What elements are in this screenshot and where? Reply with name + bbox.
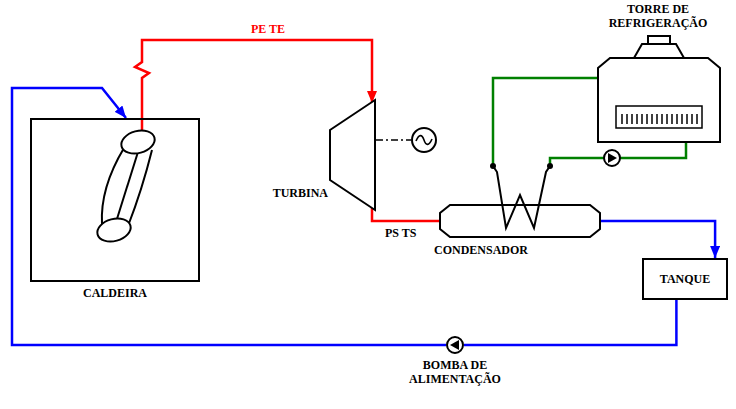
boiler-tube xyxy=(116,152,138,222)
cooling-water-line xyxy=(493,78,598,166)
tower-fill-slat xyxy=(671,114,673,124)
edge-label-holder: PE TE xyxy=(250,22,286,37)
tower-fan-cap xyxy=(648,36,670,44)
node-label: TANQUE xyxy=(660,272,710,286)
tower-body xyxy=(598,58,720,142)
edge-label-holder: PS TS xyxy=(384,226,417,241)
tower-fill-slat xyxy=(666,114,668,124)
cooling-water-line xyxy=(550,142,686,166)
node-label: TURBINA xyxy=(264,186,328,200)
tower-fill-slat xyxy=(621,114,623,124)
condenser-coil xyxy=(493,166,550,228)
boiler-tube xyxy=(128,150,152,226)
boiler-tube xyxy=(102,148,124,224)
tower-fill-slat xyxy=(656,114,658,124)
cooling-pump-symbol xyxy=(604,150,620,166)
condensate-line xyxy=(600,221,715,258)
state-label: PS TS xyxy=(384,226,417,240)
tower-fill xyxy=(616,106,702,128)
tower-fan-housing xyxy=(634,44,684,58)
tower-fill-slat xyxy=(686,114,688,124)
tower-fill-slat xyxy=(641,114,643,124)
cooling-tower: TORRE DE REFRIGERAÇÃO xyxy=(598,58,720,142)
tower-fill-slat xyxy=(636,114,638,124)
feedwater-line xyxy=(12,88,446,345)
pump-arrow xyxy=(450,340,459,350)
exhaust-line xyxy=(372,208,440,221)
boiler-box: CALDEIRA xyxy=(30,118,200,282)
coil-terminal xyxy=(490,163,496,169)
condenser-shell xyxy=(440,205,600,237)
generator-symbol xyxy=(412,128,436,152)
turbine-shape: TURBINA xyxy=(330,100,375,210)
pump-casing xyxy=(447,337,463,353)
tower-fill-slat xyxy=(626,114,628,124)
tower-fill-slat xyxy=(676,114,678,124)
condenser-shape: CONDENSADOR xyxy=(440,205,600,237)
tower-fill-slat xyxy=(691,114,693,124)
node-outline xyxy=(446,336,464,354)
boiler-drum xyxy=(119,127,158,157)
tower-fill-slat xyxy=(696,114,698,124)
boiler-housing xyxy=(31,119,199,281)
generator-shaft xyxy=(376,139,411,141)
node-label: CALDEIRA xyxy=(30,286,200,300)
generator-tilde xyxy=(416,136,432,145)
node-outline xyxy=(330,100,375,210)
turbine-outline xyxy=(330,100,375,210)
node-label: CONDENSADOR xyxy=(434,243,554,257)
node-outline xyxy=(440,205,600,237)
tower-fill-slat xyxy=(646,114,648,124)
tower-fill-slat xyxy=(681,114,683,124)
state-label: PE TE xyxy=(250,22,286,36)
node-outline xyxy=(598,58,720,142)
node-label: BOMBA DE ALIMENTAÇÃO xyxy=(405,358,505,386)
node-outline xyxy=(30,118,200,282)
cooling-pump-arrow xyxy=(608,153,617,163)
steam-line xyxy=(135,40,372,131)
condensate-line xyxy=(464,300,676,345)
tower-fill-slat xyxy=(661,114,663,124)
coil-terminal xyxy=(547,163,553,169)
node-label: TORRE DE REFRIGERAÇÃO xyxy=(594,2,722,30)
boiler-drum xyxy=(95,215,134,245)
pump-symbol: BOMBA DE ALIMENTAÇÃO xyxy=(446,336,464,354)
tower-fill-slat xyxy=(631,114,633,124)
tank-box: TANQUE xyxy=(642,258,728,300)
tower-fill-slat xyxy=(651,114,653,124)
